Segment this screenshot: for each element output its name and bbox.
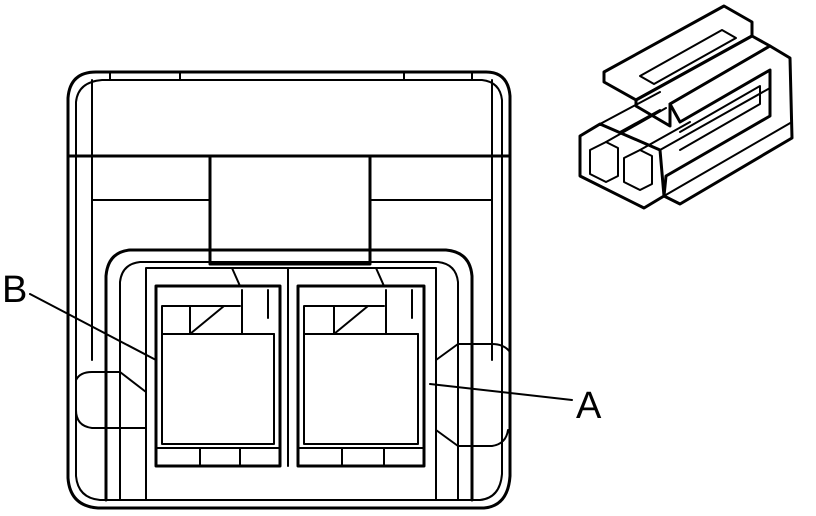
- terminal-cavity-a: [296, 267, 426, 468]
- cavity-b-outline: [154, 284, 282, 468]
- housing-inner-outline: [75, 79, 503, 501]
- cavity-b-top-notch: [231, 267, 241, 287]
- side-latch-right: [435, 343, 511, 447]
- iso-right-loop-inner: [679, 85, 761, 151]
- iso-top-slot: [639, 29, 737, 85]
- cavity-a-top-notch: [375, 267, 385, 287]
- terminal-cavity-b: [154, 267, 282, 468]
- leader-line-a: [429, 383, 573, 401]
- label-a: A: [576, 385, 602, 427]
- cavity-surround-outer: [104, 248, 474, 502]
- leader-line-b: [29, 293, 157, 361]
- side-latch-left: [75, 371, 147, 429]
- cavity-a-lock: [303, 289, 419, 335]
- cavity-surround-inner: [119, 261, 459, 501]
- cavity-b-lock: [161, 289, 275, 335]
- cavity-b-opening: [161, 333, 275, 445]
- iso-side-rail: [659, 87, 793, 197]
- iso-front-top-slots: [599, 91, 691, 151]
- cavity-a-outline: [296, 284, 426, 468]
- connector-face-view: [66, 70, 512, 510]
- housing-outline: [66, 70, 512, 510]
- label-b: B: [2, 269, 27, 311]
- latch-block: [208, 154, 372, 266]
- cavity-a-opening: [303, 333, 419, 445]
- connector-isometric-view: [578, 4, 794, 210]
